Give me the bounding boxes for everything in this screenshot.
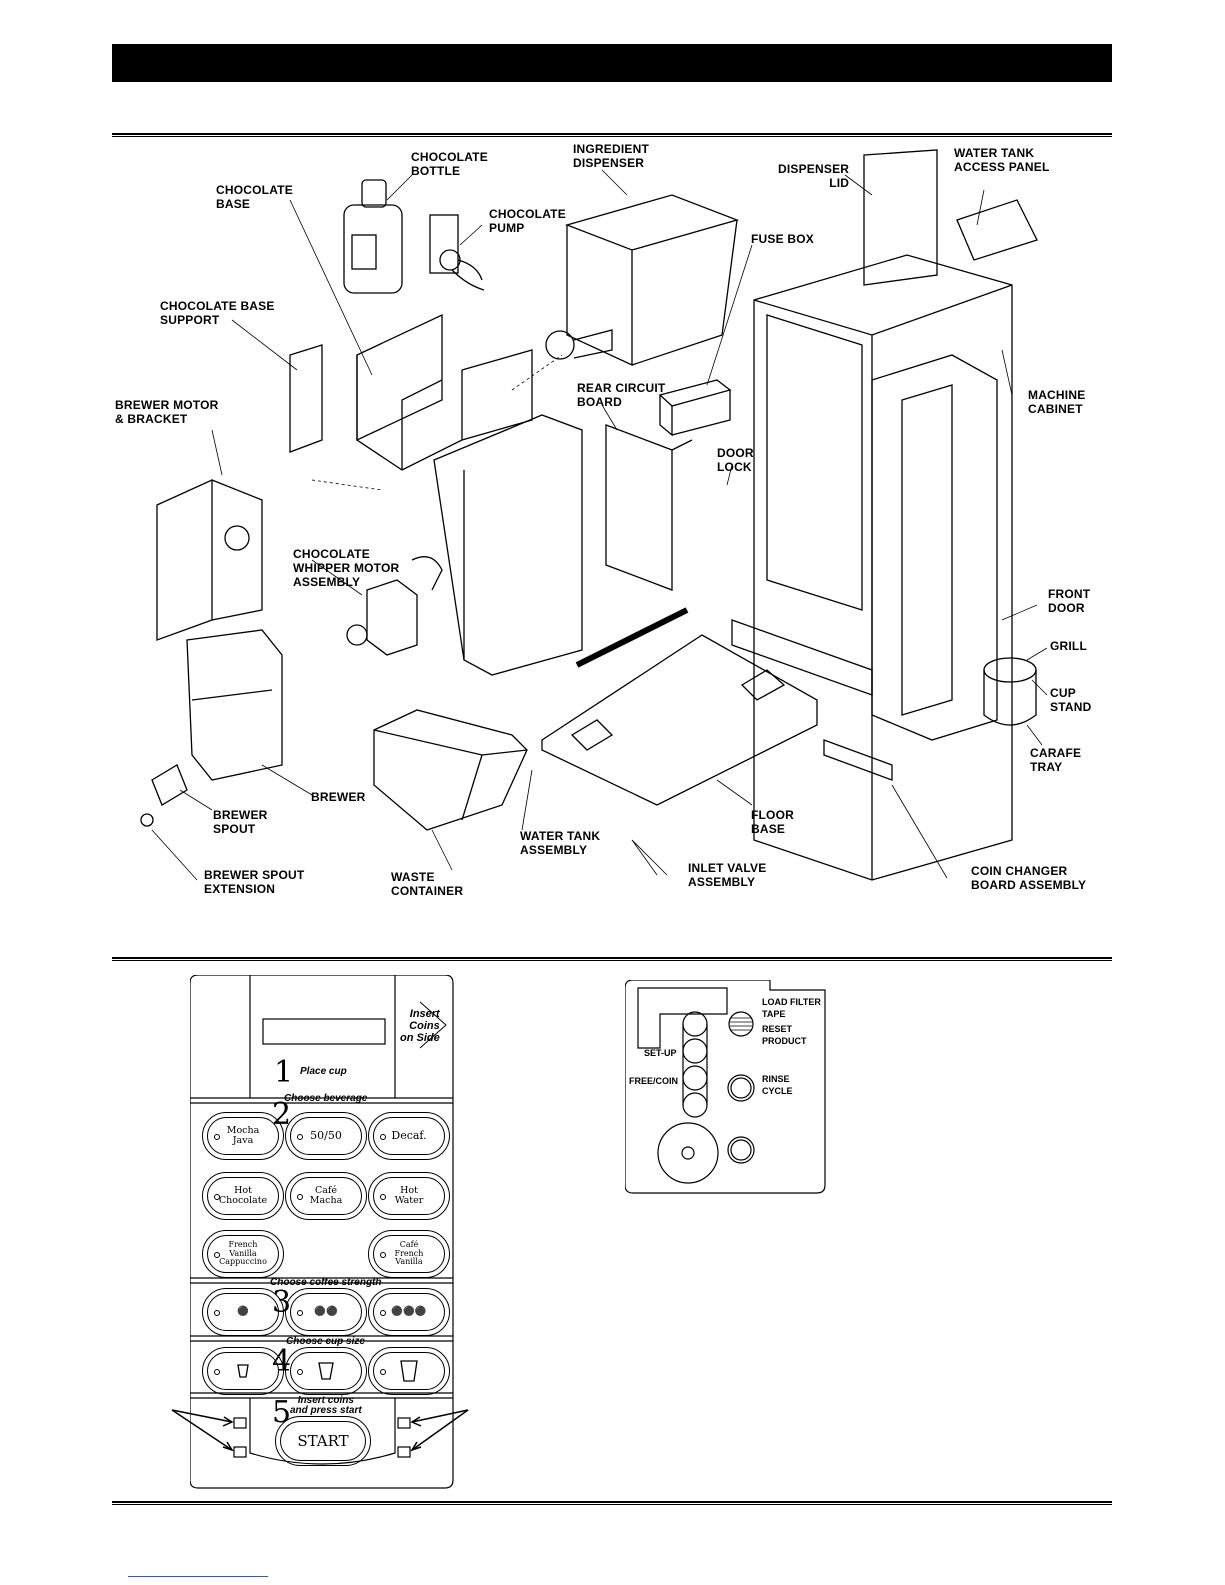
waste-container-part	[373, 709, 528, 831]
cup-small-button[interactable]	[202, 1347, 284, 1395]
reset-product-label: RESET PRODUCT	[762, 1024, 807, 1046]
circuit-board-diagram	[625, 980, 826, 1194]
step-1-number: 1	[274, 1055, 294, 1090]
step-3-label: Choose coffee strength	[270, 1277, 382, 1288]
divider-middle	[112, 957, 1112, 961]
cafe-macha-button[interactable]: Café Macha	[285, 1172, 367, 1220]
label-door-lock: DOOR LOCK	[717, 446, 754, 474]
front-door-part	[871, 354, 998, 741]
mocha-java-label: Mocha Java	[226, 1125, 260, 1146]
label-carafe-tray: CARAFE TRAY	[1030, 746, 1082, 774]
rinse-cycle-label: RINSE CYCLE	[762, 1074, 793, 1096]
label-fuse-box: FUSE BOX	[751, 232, 814, 246]
water-tank-access-panel-part	[956, 199, 1038, 261]
rear-circuit-board-part	[605, 424, 693, 591]
leader-lines	[151, 169, 1048, 881]
label-machine-cabinet: MACHINE CABINET	[1028, 388, 1086, 416]
coin-arrows	[171, 1409, 469, 1452]
footer-link[interactable]	[128, 1575, 268, 1577]
hot-chocolate-button[interactable]: Hot Chocolate	[202, 1172, 284, 1220]
inlet-valve-part	[575, 607, 689, 668]
header-bar	[112, 44, 1112, 82]
divider-top	[112, 133, 1112, 137]
start-label: START	[297, 1432, 349, 1450]
decaf-label: Decaf.	[391, 1129, 427, 1142]
label-dispenser-lid: DISPENSER LID	[778, 162, 850, 190]
cup-stand-part	[983, 657, 1037, 726]
label-front-door: FRONT DOOR	[1048, 587, 1091, 615]
label-chocolate-base: CHOCOLATE BASE	[216, 183, 293, 211]
whipper-motor-part	[346, 556, 443, 656]
brewer-part	[140, 629, 283, 827]
strength-medium-button[interactable]: ⚫⚫	[285, 1288, 367, 1336]
step-2-label: Choose beverage	[284, 1093, 368, 1104]
step-1-label: Place cup	[300, 1066, 347, 1077]
chocolate-base-part	[356, 313, 533, 471]
label-brewer-spout-extension: BREWER SPOUT EXTENSION	[204, 868, 305, 896]
label-rear-circuit-board: REAR CIRCUIT BOARD	[577, 381, 666, 409]
label-ingredient-dispenser: INGREDIENT DISPENSER	[573, 142, 650, 170]
strength-mild-button[interactable]: ⚫	[202, 1288, 284, 1336]
label-water-tank-access-panel: WATER TANK ACCESS PANEL	[954, 146, 1050, 174]
chocolate-bottle-part	[343, 179, 403, 294]
coin-changer-board-part	[823, 739, 893, 781]
mocha-java-button[interactable]: Mocha Java	[202, 1112, 284, 1160]
cup-large-button[interactable]	[368, 1347, 450, 1395]
cafe-french-vanilla-button[interactable]: Café French Vanilla	[368, 1230, 450, 1278]
strength-strong-button[interactable]: ⚫⚫⚫	[368, 1288, 450, 1336]
label-inlet-valve-assembly: INLET VALVE ASSEMBLY	[688, 861, 767, 889]
exploded-view-diagram	[140, 149, 1048, 881]
cup-large-icon	[400, 1360, 418, 1382]
label-brewer: BREWER	[311, 790, 366, 804]
water-tank-assembly-part	[433, 414, 583, 676]
fuse-box-part	[658, 379, 732, 437]
label-grill: GRILL	[1050, 639, 1087, 653]
coffee-beans-three-icon: ⚫⚫⚫	[391, 1306, 427, 1317]
insert-coins-on-side: Insert Coins on Side	[400, 1008, 440, 1044]
label-brewer-motor-bracket: BREWER MOTOR & BRACKET	[115, 398, 219, 426]
insert-coins-arrow-icon	[419, 1001, 447, 1049]
step-5-label: Insert coins and press start	[290, 1395, 362, 1416]
label-whipper-motor: CHOCOLATE WHIPPER MOTOR ASSEMBLY	[293, 547, 400, 589]
label-floor-base: FLOOR BASE	[751, 808, 794, 836]
label-cup-stand: CUP STAND	[1050, 686, 1092, 714]
label-brewer-spout: BREWER SPOUT	[213, 808, 268, 836]
hot-chocolate-label: Hot Chocolate	[218, 1185, 268, 1206]
fifty-fifty-label: 50/50	[310, 1129, 342, 1142]
label-coin-changer-board: COIN CHANGER BOARD ASSEMBLY	[971, 864, 1087, 892]
chocolate-pump-part	[429, 214, 485, 291]
load-filter-tape-label: LOAD FILTER TAPE	[762, 997, 821, 1019]
step-4-label: Choose cup size	[286, 1336, 365, 1347]
fifty-fifty-button[interactable]: 50/50	[285, 1112, 367, 1160]
french-vanilla-cappuccino-button[interactable]: French Vanilla Cappuccino	[202, 1230, 284, 1278]
label-chocolate-bottle: CHOCOLATE BOTTLE	[411, 150, 488, 178]
floor-base-part	[541, 634, 818, 806]
divider-bottom	[112, 1501, 1112, 1505]
start-button[interactable]: START	[275, 1416, 371, 1466]
set-up-label: SET-UP	[644, 1048, 677, 1058]
coffee-bean-icon: ⚫	[237, 1306, 249, 1317]
chocolate-base-support-part	[289, 344, 323, 453]
cafe-french-vanilla-label: Café French Vanilla	[394, 1240, 424, 1267]
hot-water-button[interactable]: Hot Water	[368, 1172, 450, 1220]
label-chocolate-base-support: CHOCOLATE BASE SUPPORT	[160, 299, 275, 327]
front-panel-outline	[190, 975, 454, 1489]
french-vanilla-cappuccino-label: French Vanilla Cappuccino	[219, 1240, 267, 1267]
label-waste-container: WASTE CONTAINER	[391, 870, 464, 898]
label-chocolate-pump: CHOCOLATE PUMP	[489, 207, 566, 235]
dispenser-lid-part	[863, 149, 938, 286]
label-water-tank-assembly: WATER TANK ASSEMBLY	[520, 829, 601, 857]
cafe-macha-label: Café Macha	[309, 1185, 343, 1206]
hot-water-label: Hot Water	[394, 1185, 424, 1206]
decaf-button[interactable]: Decaf.	[368, 1112, 450, 1160]
cup-medium-button[interactable]	[285, 1347, 367, 1395]
cup-medium-icon	[318, 1362, 334, 1380]
ingredient-dispenser-part	[545, 194, 740, 367]
brewer-motor-bracket-part	[156, 478, 263, 641]
free-coin-label: FREE/COIN	[629, 1076, 679, 1086]
coffee-beans-two-icon: ⚫⚫	[314, 1306, 338, 1317]
cup-small-icon	[237, 1364, 249, 1378]
